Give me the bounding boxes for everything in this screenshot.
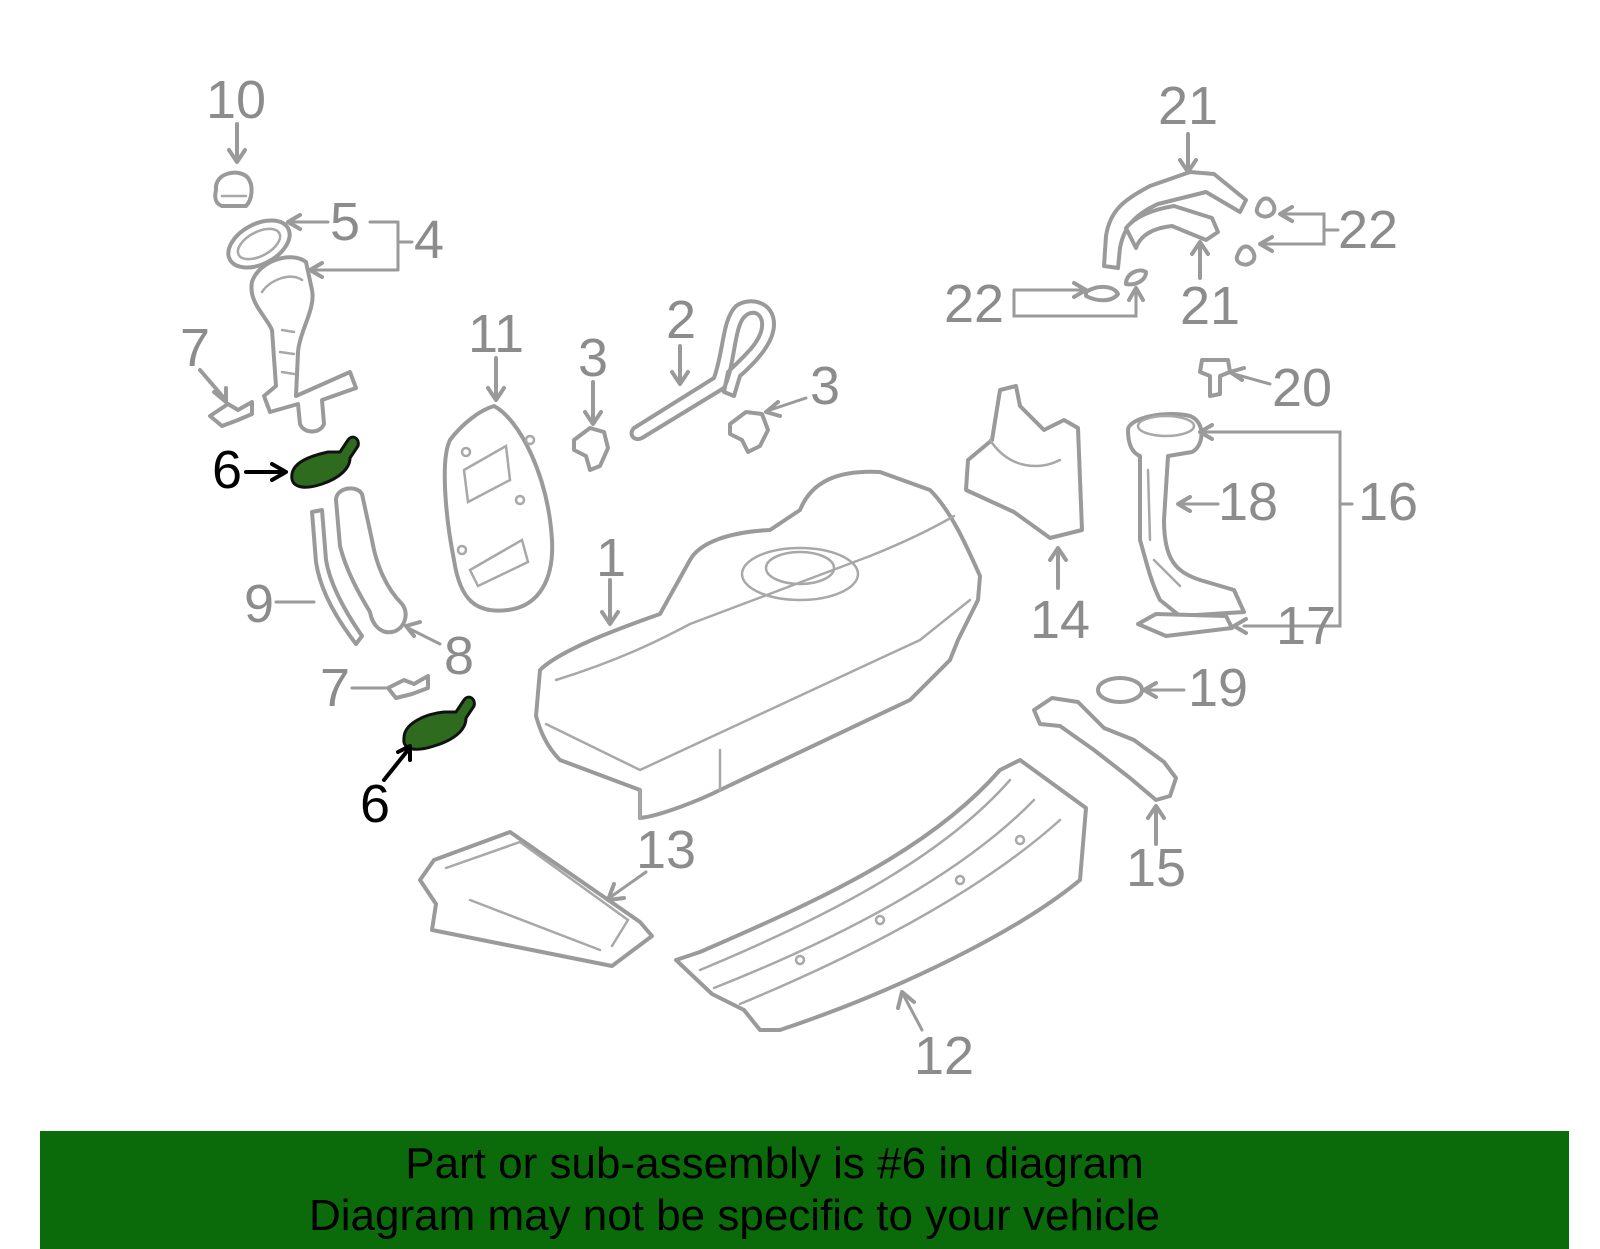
part-17-filter [1136,612,1234,638]
part-15-bracket [1032,696,1178,802]
callout-18: 18 [1218,472,1278,532]
leader-6-lower [382,748,410,782]
arrowhead-21-bottom [1190,240,1210,256]
part-7-clip-upper [208,400,254,428]
callout-16: 16 [1358,472,1418,532]
part-3-clip-left [572,426,610,472]
arrowhead-13 [606,882,626,902]
leader-12 [902,994,924,1032]
arrowhead-2 [670,370,690,386]
callout-22-left: 22 [944,274,1004,334]
part-5-seal-ring [226,218,292,270]
part-19-gasket [1096,676,1144,704]
arrowhead-22-right-a [1278,205,1294,223]
arrowhead-22-left-a [1072,281,1088,299]
callout-17: 17 [1276,596,1336,656]
callout-3-right: 3 [810,356,840,416]
arrowhead-4 [308,261,324,279]
arrowhead-11 [486,386,506,402]
callout-11: 11 [468,304,524,364]
arrowhead-10 [227,148,247,164]
part-10-cap [213,170,254,208]
arrowhead-15 [1146,804,1166,820]
leader-7-upper [198,368,226,400]
arrowhead-20 [1228,366,1246,382]
callout-2: 2 [666,290,696,350]
callout-5: 5 [330,192,360,252]
part-2-tube [629,299,776,441]
callout-13: 13 [636,820,696,880]
parts-diagram: 10 5 4 7 6 9 8 7 6 11 3 2 3 1 13 12 14 1… [180,70,1418,1086]
callout-9: 9 [244,574,274,634]
callout-1: 1 [596,528,626,588]
leader-22-left [1012,288,1138,318]
leader-4 [308,220,414,272]
arrowhead-17 [1232,617,1248,635]
part-7-clip-lower [386,674,430,700]
callout-3-left: 3 [578,328,608,388]
banner-line-disclaimer: Diagram may not be specific to your vehi… [308,1191,1161,1240]
leader-8 [406,626,442,646]
leader-13 [610,870,648,898]
callout-21-top: 21 [1158,76,1218,136]
callout-4: 4 [414,210,444,270]
info-banner: Part or sub-assembly is #6 in diagram Di… [40,1131,1569,1249]
arrowhead-12 [896,990,916,1010]
arrowhead-6-lower [396,744,412,762]
part-21-hose-upper [1102,170,1248,270]
part-6-hose-lower [402,695,476,751]
callout-19: 19 [1188,658,1248,718]
arrowhead-22-left-b [1127,286,1145,302]
part-4-filler-neck [249,255,358,434]
arrowhead-22-right-b [1258,235,1274,253]
arrowhead-7-upper [212,386,228,404]
arrowhead-1 [600,610,620,626]
callout-10: 10 [206,70,266,130]
arrowhead-3-right [764,400,782,418]
part-9-hose [310,508,364,646]
arrowhead-14 [1048,546,1068,562]
callout-22-right: 22 [1338,200,1398,260]
leader-16 [1198,430,1354,628]
callout-8: 8 [444,626,474,686]
leader-3-right [768,396,808,412]
leader-22-right [1260,212,1340,246]
part-11-heat-shield [442,404,555,613]
arrowhead-21-top [1178,158,1198,174]
part-22-clamps [1084,196,1277,303]
part-14-shield [964,384,1084,540]
callout-6-lower: 6 [360,774,390,834]
callout-21-bottom: 21 [1180,276,1240,336]
arrowhead-6-upper [270,462,288,482]
arrowhead-18 [1176,495,1192,513]
arrowhead-5 [286,213,302,231]
callout-20: 20 [1272,358,1332,418]
arrowhead-16 [1198,423,1214,441]
part-6-hose-upper [290,435,360,489]
part-12-skid-plate [674,758,1088,1032]
part-8-hose [334,486,408,635]
callout-14: 14 [1030,590,1090,650]
part-13-bracket [418,830,654,968]
part-3-clip-right [728,410,770,454]
arrowhead-8 [404,620,422,638]
callout-7-upper: 7 [180,318,210,378]
callout-12: 12 [914,1026,974,1086]
banner-line-part: Part or sub-assembly is #6 in diagram [405,1139,1144,1188]
callout-15: 15 [1126,838,1186,898]
part-16-fuel-pump-assembly [1126,411,1246,618]
arrowhead-3-left [583,410,603,426]
callout-6-upper: 6 [212,440,242,500]
leader-20 [1232,372,1272,386]
part-1-fuel-tank [534,469,982,820]
arrowhead-19 [1142,681,1158,699]
callout-7-lower: 7 [320,658,350,718]
part-20-bolt [1198,358,1232,398]
